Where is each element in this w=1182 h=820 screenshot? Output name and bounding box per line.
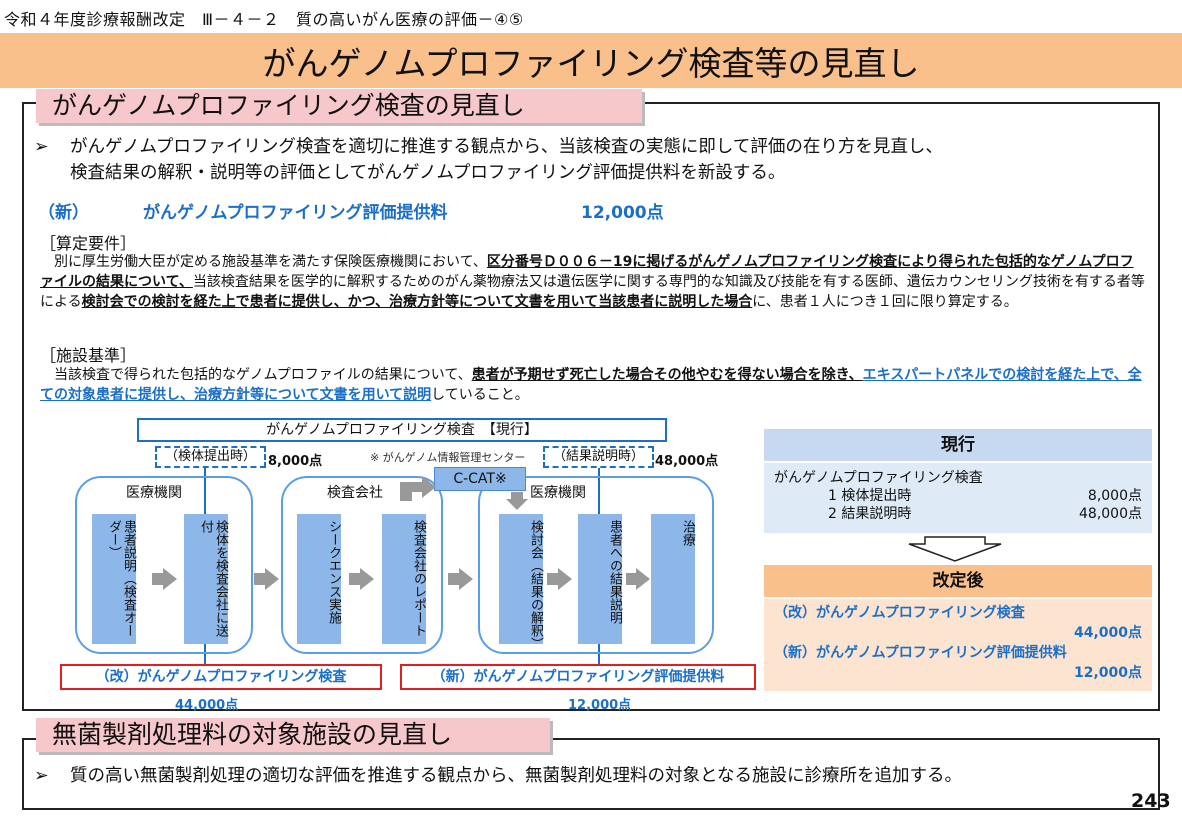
standards-heading: ［施設基準］ (40, 346, 137, 365)
points-label: 8,000点 (268, 454, 323, 469)
arrow-right-icon (547, 573, 559, 585)
section-heading: がんゲノムプロファイリング検査の見直し (36, 89, 642, 123)
text: 当該検査結果を医学的に解釈するためのがん薬物療法又は遺伝医学に関する専門的な知識… (40, 274, 1145, 310)
arrow-right-icon (626, 573, 638, 585)
text: 別に厚生労働大臣が定める施設基準を満たす保険医療機関において、 (40, 254, 487, 270)
footnote: ※ がんゲノム情報管理センター (370, 451, 526, 464)
current-points: 8,000点 (1087, 488, 1142, 504)
arrow-right-icon (360, 568, 374, 590)
arrow-right-icon (265, 568, 279, 590)
revised-item: （改）がんゲノムプロファイリング検査 (774, 605, 1025, 621)
arrow-right-icon (254, 573, 266, 585)
emphasis: 患者が予期せず死亡した場合その他やむを得ない場合を除き、 (471, 367, 863, 383)
requirements-text: 別に厚生労働大臣が定める施設基準を満たす保険医療機関において、区分番号Ｄ００６－… (40, 252, 1145, 312)
requirements-heading: ［算定要件］ (40, 234, 137, 253)
org-frame (75, 476, 253, 654)
breadcrumb: 令和４年度診療報酬改定 Ⅲ－４－２ 質の高いがん医療の評価－④⑤ (4, 10, 524, 29)
current-title: がんゲノムプロファイリング検査 (774, 470, 983, 486)
page-number: 243 (1131, 790, 1171, 812)
new-fee-line: （新） がんゲノムプロファイリング評価提供料 12,000点 (38, 198, 664, 223)
org-label: 医療機関 (528, 482, 588, 502)
connector-line (598, 468, 600, 514)
diagram-title: がんゲノムプロファイリング検査 【現行】 (137, 418, 667, 442)
bullet-line: がんゲノムプロファイリング検査を適切に推進する観点から、当該検査の実態に即して評… (70, 137, 943, 157)
arrow-right-icon (422, 476, 436, 498)
new-tag: （新） (38, 203, 89, 223)
org-frame (281, 476, 443, 654)
new-fee-name: がんゲノムプロファイリング評価提供料 (143, 203, 448, 223)
step-box: 患者への結果説明 (578, 514, 622, 644)
bullet-text: ➢ 質の高い無菌製剤処理の適切な評価を推進する観点から、無菌製剤処理料の対象となる… (34, 763, 1174, 789)
page-title: がんゲノムプロファイリング検査等の見直し (0, 33, 1182, 88)
arrow-right-icon (163, 568, 177, 590)
connector-line (204, 468, 206, 514)
revised-points: 12,000点 (1073, 665, 1142, 681)
emphasis: 区分番号Ｄ００６－19に掲げるがんゲノムプロファイリング検査により得られた包括的… (40, 254, 1134, 290)
revised-fee-points: 44,000点 (175, 698, 239, 713)
arrow-right-icon (558, 568, 572, 590)
emphasis-blue: エキスパートパネルでの検討を経た上で、全ての対象患者に提供し、治療方針等について… (40, 367, 1142, 403)
section-box (22, 738, 1160, 810)
arrow-right-icon (152, 573, 164, 585)
arrow-right-icon (459, 568, 473, 590)
section-heading: 無菌製剤処理料の対象施設の見直し (36, 718, 550, 752)
arrow-bullet-icon: ➢ (34, 766, 49, 786)
arrow-right-icon (448, 573, 460, 585)
org-label: 検査会社 (325, 482, 385, 502)
revised-fee-box: （改）がんゲノムプロファイリング検査 (60, 664, 382, 690)
current-item: 2 結果説明時 (828, 506, 912, 522)
connector-line (204, 644, 206, 664)
step-box: 検体を検査会社に送付 (184, 514, 228, 644)
bullet-line: 質の高い無菌製剤処理の適切な評価を推進する観点から、無菌製剤処理料の対象となる施… (70, 766, 962, 786)
text: 当該検査で得られた包括的なゲノムプロファイルの結果について、 (40, 367, 472, 383)
connector-line (598, 644, 600, 664)
revised-points: 44,000点 (1073, 625, 1142, 641)
step-box: シークエンス実施 (297, 514, 341, 644)
revised-item: （新）がんゲノムプロファイリング評価提供料 (774, 645, 1067, 661)
current-item: 1 検体提出時 (828, 488, 912, 504)
arrow-bullet-icon: ➢ (34, 137, 49, 157)
standards-text: 当該検査で得られた包括的なゲノムプロファイルの結果について、患者が予期せず死亡し… (40, 365, 1145, 405)
arrow-down-icon (908, 536, 1002, 562)
step-box: 治療 (651, 514, 695, 644)
step-box: 検討会（結果の解釈） (499, 514, 543, 650)
arrow-down-icon (511, 492, 523, 500)
dashed-label: （結果説明時） (543, 446, 655, 468)
org-label: 医療機関 (124, 482, 184, 502)
arrow-right-icon (349, 573, 361, 585)
revised-body: （改）がんゲノムプロファイリング検査 44,000点 （新）がんゲノムプロファイ… (764, 599, 1152, 691)
step-box: 患者説明（検査オーダー） (92, 514, 136, 644)
new-fee-points: 12,000点 (581, 203, 664, 223)
revised-heading: 改定後 (764, 565, 1152, 597)
ccat-box: C-CAT※ (434, 467, 526, 491)
text: していること。 (431, 387, 529, 403)
current-heading: 現行 (764, 429, 1152, 461)
current-body: がんゲノムプロファイリング検査 1 検体提出時 8,000点 2 結果説明時 48,… (764, 463, 1152, 533)
step-box: 検査会社のレポート (382, 514, 426, 644)
text: に、患者１人につき１回に限り算定する。 (752, 294, 1018, 310)
arrow-down-icon (506, 499, 528, 510)
bullet-line: 検査結果の解釈・説明等の評価としてがんゲノムプロファイリング評価提供料を新設する… (70, 163, 786, 183)
dashed-label: （検体提出時） (155, 446, 267, 468)
emphasis: 検討会での検討を経た上で患者に提供し、かつ、治療方針等について文書を用いて当該患… (81, 294, 753, 310)
new-fee-points: 12,000点 (568, 698, 632, 713)
points-label: 48,000点 (655, 454, 719, 469)
new-fee-box: （新）がんゲノムプロファイリング評価提供料 (400, 664, 756, 690)
current-points: 48,000点 (1079, 506, 1142, 522)
arrow-right-icon (636, 568, 650, 590)
bullet-text: ➢ がんゲノムプロファイリング検査を適切に推進する観点から、当該検査の実態に即して… (34, 134, 1154, 186)
elbow-arrow-icon (400, 482, 424, 492)
org-frame (478, 476, 714, 654)
